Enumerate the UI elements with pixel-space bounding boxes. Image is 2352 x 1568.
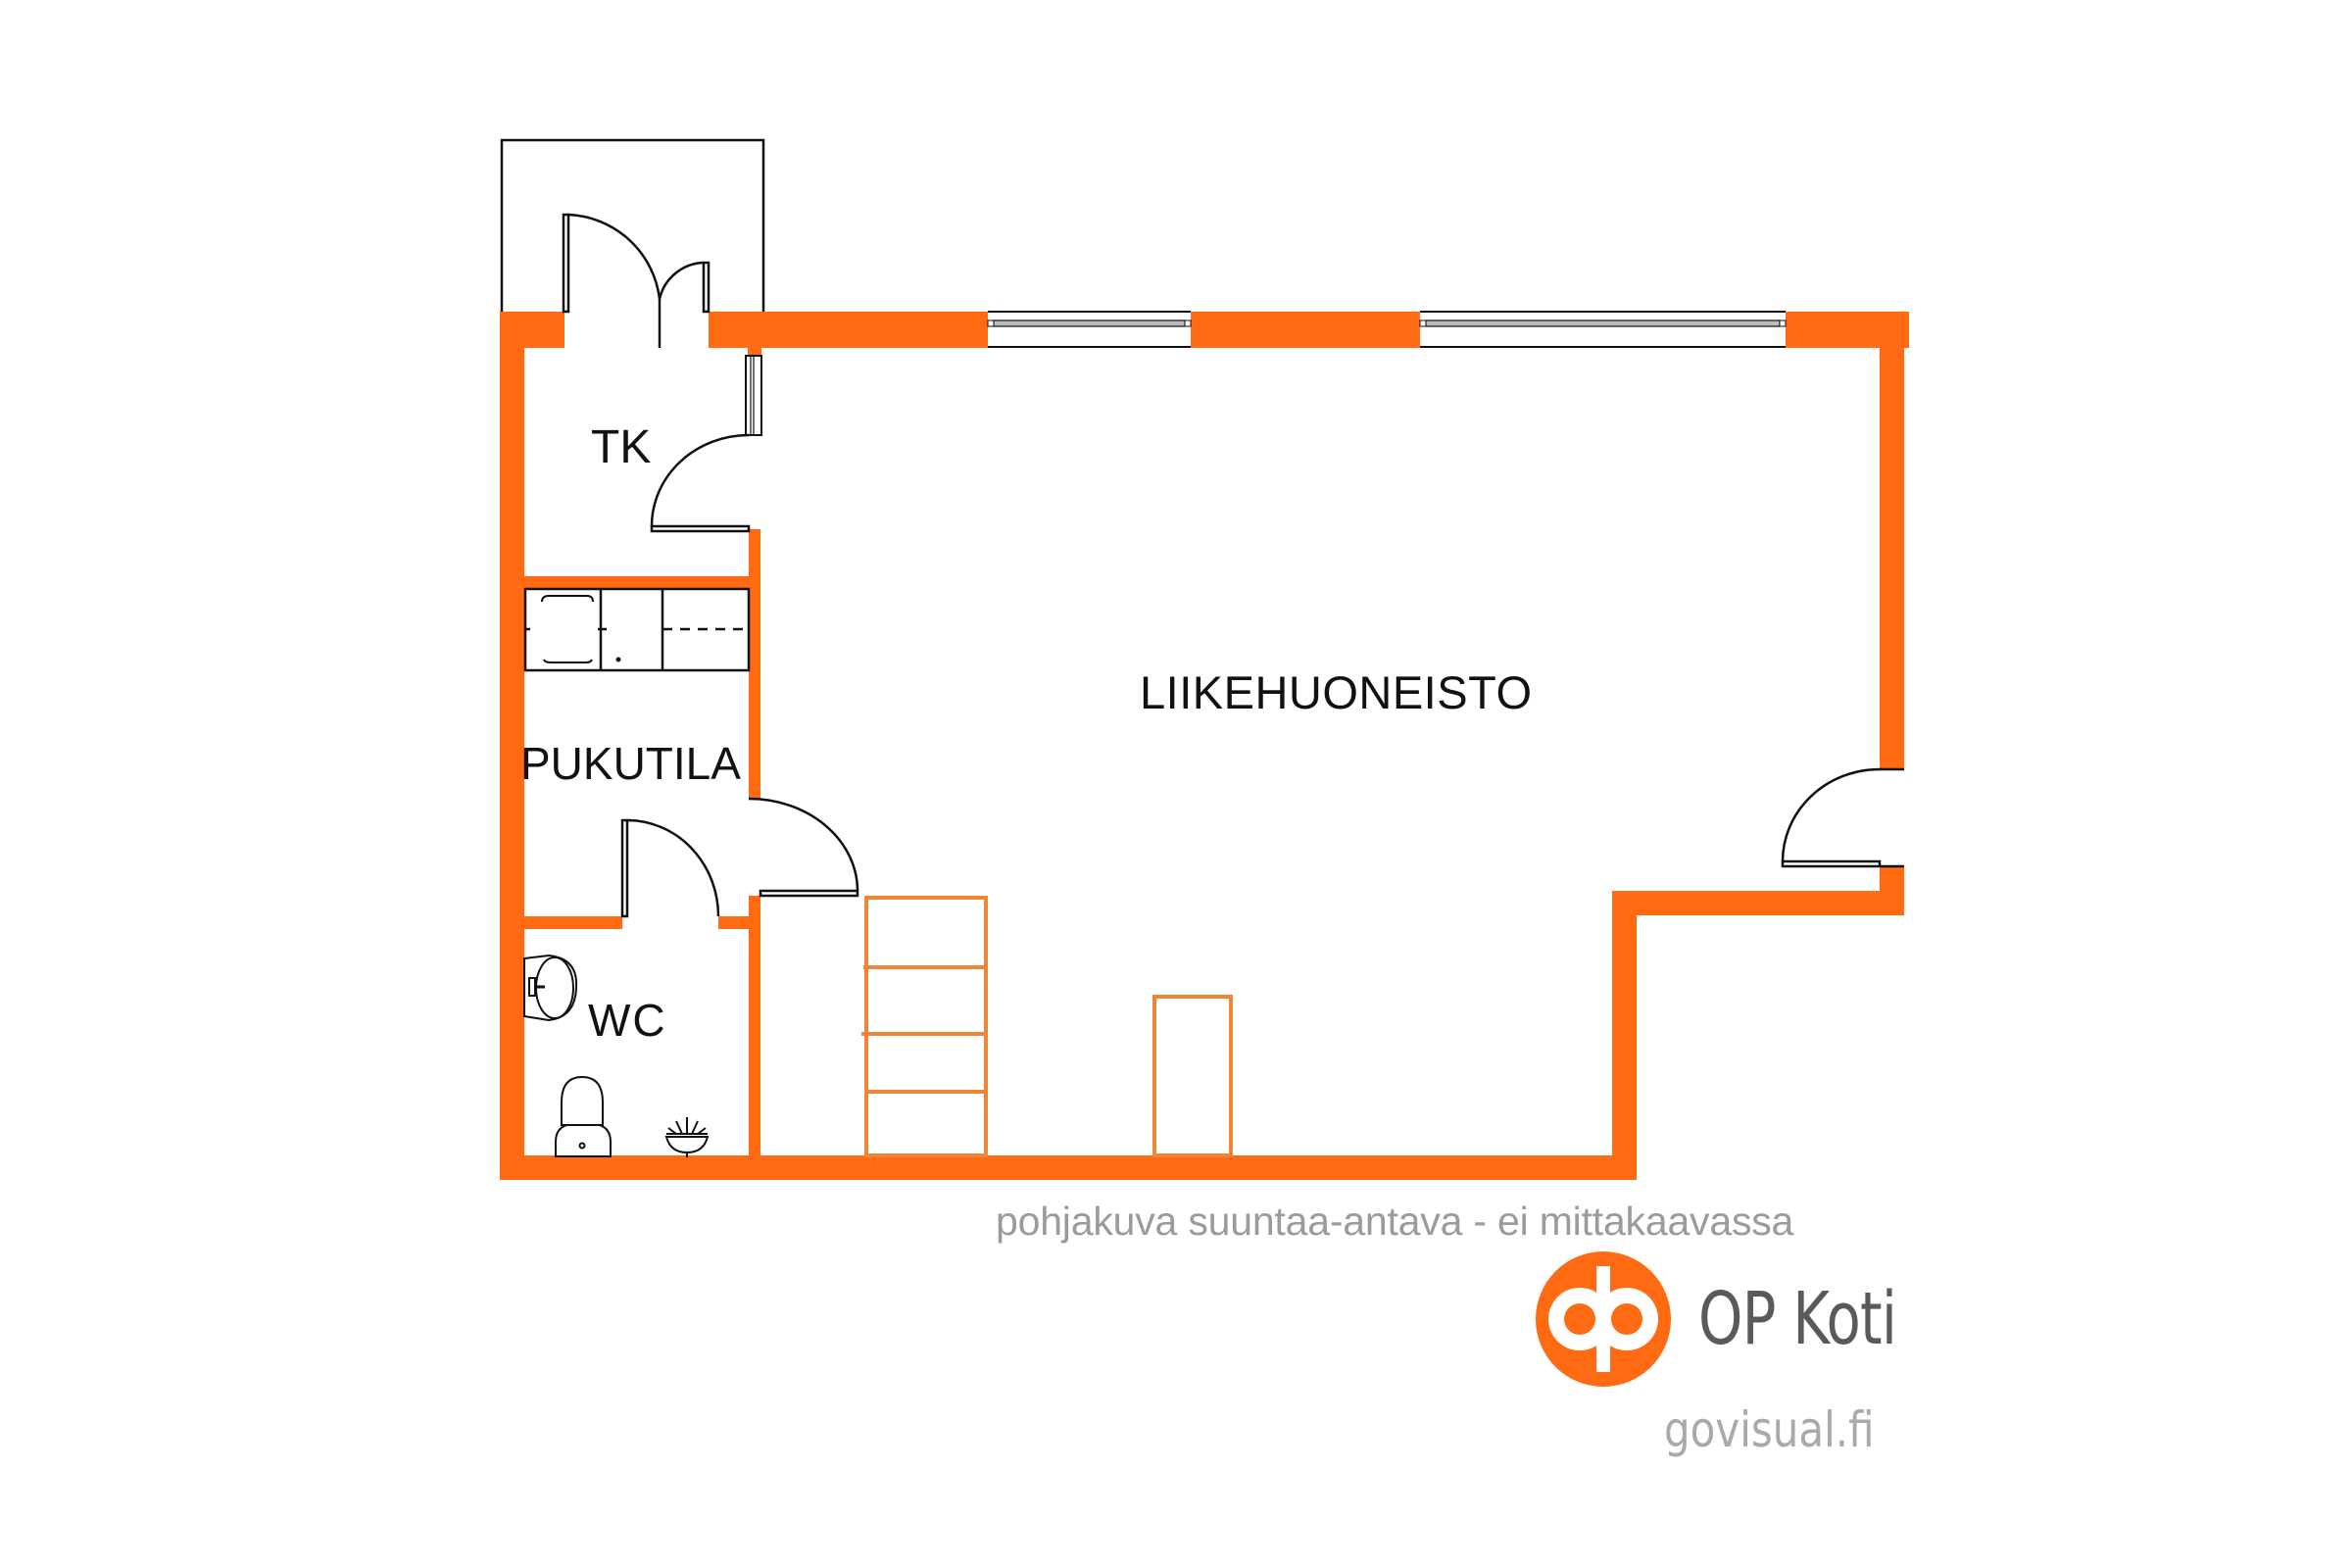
room-label-liikehuoneisto: LIIKEHUONEISTO — [1140, 666, 1533, 718]
window-tk — [745, 355, 762, 436]
washbasin-icon — [523, 954, 578, 1022]
wc-door — [620, 818, 720, 918]
toilet-icon — [555, 1075, 612, 1157]
shelving-unit — [861, 896, 988, 1157]
room-label-tk: TK — [591, 421, 652, 473]
website-text: govisual.fi — [1664, 1401, 1875, 1458]
room-label-pukutila: PUKUTILA — [520, 738, 741, 789]
toilet-brush-icon — [664, 1117, 710, 1157]
window-2 — [1419, 311, 1787, 348]
window-1 — [987, 311, 1192, 348]
brand-name: OP Koti — [1698, 1277, 1897, 1361]
exterior-walls — [500, 312, 1909, 1180]
disclaimer-text: pohjakuva suuntaa-antava - ei mittakaava… — [996, 1199, 1794, 1244]
tk-door — [650, 433, 751, 533]
interior-walls — [524, 529, 760, 1156]
wardrobe-cabinet — [523, 587, 751, 672]
side-door — [1781, 767, 1904, 868]
entrance-porch — [500, 138, 765, 312]
entrance-double-door — [562, 213, 710, 348]
pukutila-door — [748, 797, 859, 898]
counter-unit — [1152, 995, 1233, 1157]
room-label-wc: WC — [588, 995, 667, 1046]
op-logo-icon — [1536, 1251, 1671, 1387]
